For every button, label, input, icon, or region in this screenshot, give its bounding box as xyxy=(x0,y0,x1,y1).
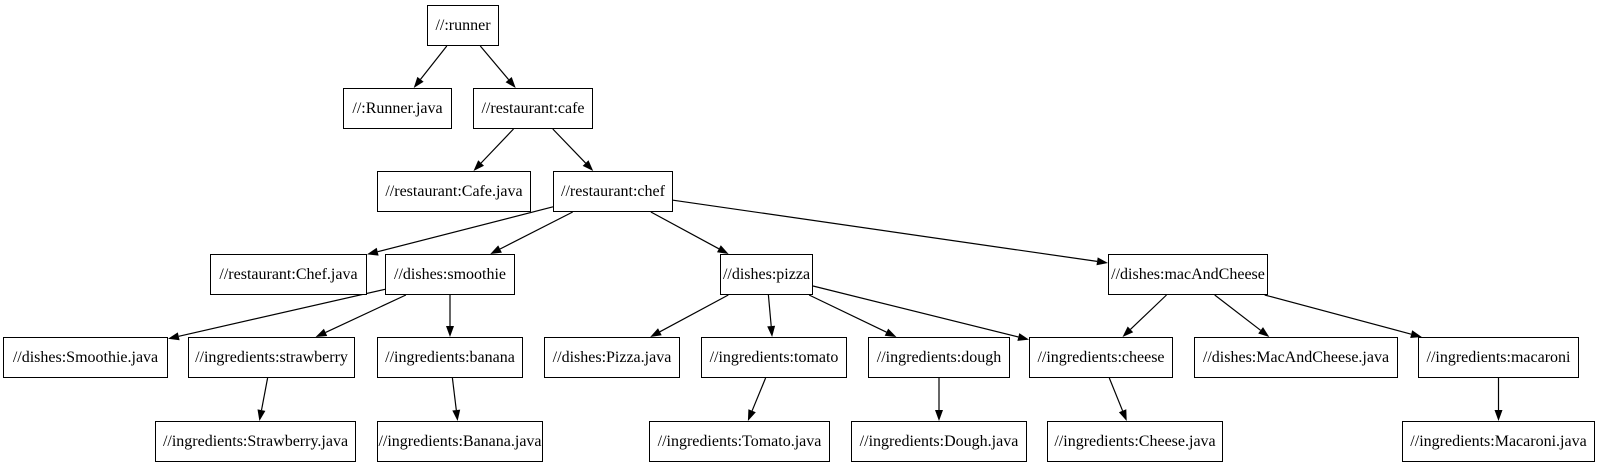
arrowhead-mac-and-cheese-to-macaroni xyxy=(1410,330,1422,338)
arrowhead-tomato-to-tomato-java xyxy=(747,409,756,421)
graph-node-mac-and-cheese: //dishes:macAndCheese xyxy=(1108,254,1268,295)
graph-node-runner-java: //:Runner.java xyxy=(343,88,452,129)
arrowhead-smoothie-to-smoothie-java xyxy=(168,332,180,341)
edge-chef-to-mac-and-cheese xyxy=(672,199,1098,262)
graph-node-dough-java: //ingredients:Dough.java xyxy=(851,421,1027,462)
graph-node-macaroni-java: //ingredients:Macaroni.java xyxy=(1402,421,1595,462)
arrowhead-dough-to-dough-java xyxy=(935,410,943,421)
graph-node-strawberry-java: //ingredients:Strawberry.java xyxy=(155,421,356,462)
arrowhead-chef-to-mac-and-cheese xyxy=(1096,257,1108,266)
edge-pizza-to-dough xyxy=(808,294,887,333)
edge-strawberry-to-strawberry-java xyxy=(260,377,269,411)
graph-node-cheese: //ingredients:cheese xyxy=(1029,337,1173,378)
arrowhead-chef-to-smoothie xyxy=(490,245,502,254)
arrowhead-runner-to-runner-java xyxy=(413,76,424,88)
arrowhead-chef-to-chef-java xyxy=(367,247,379,256)
arrowhead-strawberry-to-strawberry-java xyxy=(257,409,266,421)
edge-banana-to-banana-java xyxy=(451,377,457,411)
edge-chef-to-pizza xyxy=(650,211,720,250)
graph-node-banana-java: //ingredients:Banana.java xyxy=(377,421,543,462)
graph-node-banana: //ingredients:banana xyxy=(377,337,523,378)
graph-node-cafe: //restaurant:cafe xyxy=(473,88,593,129)
arrowhead-mac-and-cheese-to-cheese xyxy=(1122,326,1134,337)
arrowhead-smoothie-to-banana xyxy=(446,326,454,337)
graph-node-chef: //restaurant:chef xyxy=(553,171,673,212)
arrowhead-smoothie-to-strawberry xyxy=(315,328,328,337)
edge-smoothie-to-strawberry xyxy=(325,294,407,333)
arrowhead-mac-and-cheese-to-mac-and-cheese-java xyxy=(1258,327,1270,337)
edge-pizza-to-cheese xyxy=(812,285,1019,338)
edge-cafe-to-chef xyxy=(552,128,587,164)
arrowhead-macaroni-to-macaroni-java xyxy=(1494,410,1503,421)
graph-node-pizza-java: //dishes:Pizza.java xyxy=(544,337,680,378)
graph-node-strawberry: //ingredients:strawberry xyxy=(188,337,355,378)
edge-chef-to-smoothie xyxy=(499,211,573,250)
edge-mac-and-cheese-to-mac-and-cheese-java xyxy=(1214,294,1261,331)
edge-tomato-to-tomato-java xyxy=(751,377,767,412)
graph-node-runner: //:runner xyxy=(427,5,499,46)
graph-node-cheese-java: //ingredients:Cheese.java xyxy=(1047,421,1223,462)
graph-node-macaroni: //ingredients:macaroni xyxy=(1418,337,1579,378)
graph-node-pizza: //dishes:pizza xyxy=(720,254,813,295)
edge-pizza-to-tomato xyxy=(767,294,772,327)
graph-node-chef-java: //restaurant:Chef.java xyxy=(210,254,367,295)
edge-cheese-to-cheese-java xyxy=(1108,377,1124,412)
edge-cafe-to-cafe-java xyxy=(480,128,514,164)
graph-node-cafe-java: //restaurant:Cafe.java xyxy=(377,171,531,212)
arrowhead-cafe-to-cafe-java xyxy=(473,160,484,171)
edge-pizza-to-pizza-java xyxy=(659,294,729,333)
edge-chef-to-chef-java xyxy=(377,206,554,253)
graph-node-smoothie-java: //dishes:Smoothie.java xyxy=(3,337,168,378)
arrowhead-runner-to-cafe xyxy=(505,77,516,88)
arrowhead-cafe-to-chef xyxy=(582,160,594,171)
arrowhead-cheese-to-cheese-java xyxy=(1118,409,1127,421)
graph-node-tomato: //ingredients:tomato xyxy=(701,337,847,378)
edge-smoothie-to-smoothie-java xyxy=(178,288,386,337)
arrowhead-pizza-to-pizza-java xyxy=(650,328,662,337)
graph-node-tomato-java: //ingredients:Tomato.java xyxy=(649,421,830,462)
graph-node-dough: //ingredients:dough xyxy=(868,337,1010,378)
edge-runner-to-runner-java xyxy=(420,45,448,80)
arrowhead-banana-to-banana-java xyxy=(452,409,461,421)
graph-node-mac-and-cheese-java: //dishes:MacAndCheese.java xyxy=(1194,337,1398,378)
graph-node-smoothie: //dishes:smoothie xyxy=(385,254,515,295)
arrowhead-chef-to-pizza xyxy=(717,245,729,254)
edge-mac-and-cheese-to-macaroni xyxy=(1264,294,1412,335)
arrowhead-pizza-to-cheese xyxy=(1017,333,1029,341)
arrowhead-pizza-to-dough xyxy=(884,328,897,337)
edge-mac-and-cheese-to-cheese xyxy=(1129,294,1167,330)
arrowhead-pizza-to-tomato xyxy=(767,325,776,337)
edge-runner-to-cafe xyxy=(479,45,510,80)
